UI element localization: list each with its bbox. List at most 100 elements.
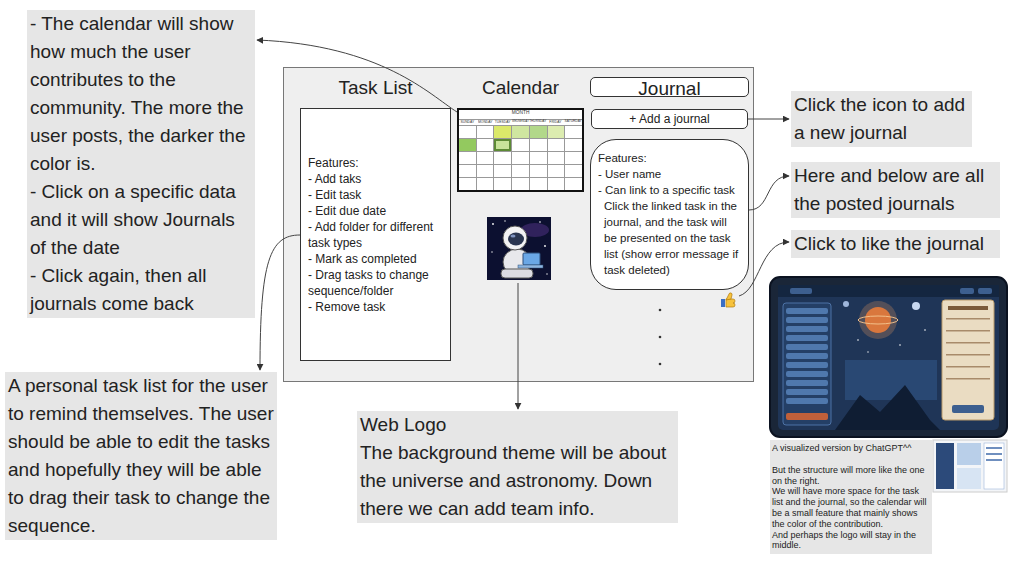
layout-thumbnail <box>986 459 1002 461</box>
app-mockup-illustration <box>942 300 994 420</box>
app-mockup-illustration <box>778 285 999 297</box>
web-logo <box>487 217 551 280</box>
app-mockup-illustration <box>924 329 926 331</box>
app-mockup-illustration <box>948 306 988 310</box>
calendar-cell <box>530 126 548 138</box>
app-mockup-illustration <box>778 285 999 430</box>
layout-thumbnail <box>957 468 981 489</box>
app-mockup-illustration <box>786 317 828 323</box>
like-icon <box>726 293 732 300</box>
callout-box: Click the icon to add a new journal <box>791 91 972 147</box>
text-block: - Click again, then all journals come ba… <box>30 262 252 318</box>
web-logo <box>511 235 516 238</box>
text-block: Click the linked task in the journal, an… <box>598 198 741 278</box>
task-list-panel: Task ListFeatures:- Add taks- Edit task-… <box>300 77 451 361</box>
text-block: Web Logo <box>360 411 675 439</box>
add-journal-button: + Add a journal <box>591 109 748 129</box>
app-mockup-illustration <box>786 335 828 341</box>
text-block: Features: <box>598 150 741 166</box>
layout-thumbnail <box>984 443 1004 489</box>
text-block: A visualized version by ChatGPT^^ <box>772 443 930 454</box>
app-mockup-illustration <box>770 277 1007 437</box>
calendar-row <box>459 177 582 190</box>
panel-heading: Task List <box>300 77 451 99</box>
layout-thumbnail <box>986 447 1002 449</box>
text-block: - The calendar will show how much the us… <box>30 10 252 178</box>
calendar-cell <box>477 165 495 177</box>
list-item: - Drag tasks to change sequence/folder <box>308 267 443 299</box>
more-dots <box>659 336 662 339</box>
app-mockup-illustration <box>946 330 990 332</box>
app-mockup-illustration <box>770 277 1007 437</box>
app-mockup-illustration <box>786 362 828 368</box>
calendar-cell <box>512 178 530 190</box>
more-dots <box>659 309 662 312</box>
list-item: - Add folder for different task types <box>308 219 443 251</box>
weekday-label: SATURDAY <box>565 120 582 122</box>
app-mockup-illustration <box>786 326 828 332</box>
panel-heading: Calendar <box>457 77 584 99</box>
calendar-cell <box>565 165 582 177</box>
weekday-label: WEDNESDAY <box>512 120 529 122</box>
layout-thumbnail <box>933 440 1007 492</box>
weekday-label: FRIDAY <box>550 120 562 122</box>
callout-box: - The calendar will show how much the us… <box>27 10 255 318</box>
app-mockup-illustration <box>867 351 868 352</box>
app-mockup-illustration <box>960 288 974 294</box>
calendar-cell <box>477 139 495 151</box>
text-block: A personal task list for the user to rem… <box>8 372 274 540</box>
like-icon <box>726 299 735 307</box>
calendar-cell <box>494 126 512 138</box>
calendar-cell <box>530 178 548 190</box>
callout-box: Here and below are all the posted journa… <box>791 162 1000 218</box>
app-mockup-illustration <box>857 339 859 341</box>
text-block: We will have more space for the task lis… <box>772 486 930 529</box>
app-mockup-illustration <box>786 389 828 395</box>
web-logo <box>491 251 492 252</box>
app-mockup-illustration <box>786 344 828 350</box>
calendar-cell <box>459 165 477 177</box>
calendar-cell <box>565 126 582 138</box>
calendar-cell <box>512 152 530 164</box>
callout-box: Click to like the journal <box>791 230 1000 258</box>
web-logo <box>539 221 541 223</box>
calendar-cell <box>548 152 566 164</box>
text-block: The background theme will be about the u… <box>360 439 675 523</box>
web-logo <box>501 269 533 278</box>
calendar-cell <box>512 126 530 138</box>
connector <box>260 235 300 370</box>
calendar-cell <box>512 165 530 177</box>
calendar-cell <box>548 178 566 190</box>
more-dots <box>659 309 662 366</box>
calendar-cell <box>512 139 530 151</box>
calendar-cell <box>459 152 477 164</box>
panel-heading: Journal <box>591 78 748 100</box>
weekday-label: THURSDAY <box>530 120 547 122</box>
leader-arrow <box>518 283 519 409</box>
app-mockup-illustration <box>790 288 812 294</box>
journal-card: Features:- User name- Can link to a spec… <box>590 139 749 290</box>
app-mockup-illustration <box>786 380 828 386</box>
app-mockup-illustration <box>865 307 891 333</box>
layout-thumbnail <box>986 453 1002 455</box>
list-item: - Mark as completed <box>308 251 443 267</box>
app-mockup-illustration <box>786 371 828 377</box>
app-mockup-illustration <box>946 342 990 344</box>
calendar-cell <box>494 178 512 190</box>
text-block: - Click on a specific data and it will s… <box>30 178 252 262</box>
text-block: Click to like the journal <box>794 230 997 258</box>
text-block: - Can link to a specific task <box>598 182 741 198</box>
web-logo <box>487 217 551 280</box>
layout-thumbnail <box>957 443 981 465</box>
calendar-cell <box>565 152 582 164</box>
app-mockup-illustration <box>783 303 831 425</box>
calendar-row <box>459 151 582 164</box>
app-mockup-illustration <box>786 308 828 314</box>
list-item: - Edit due date <box>308 203 443 219</box>
more-dots <box>659 363 662 366</box>
list-item: - Remove task <box>308 299 443 315</box>
month-label: MONTH <box>512 110 530 115</box>
web-logo <box>546 273 547 274</box>
app-mockup-illustration <box>946 366 990 368</box>
app-mockup-illustration <box>899 344 901 346</box>
